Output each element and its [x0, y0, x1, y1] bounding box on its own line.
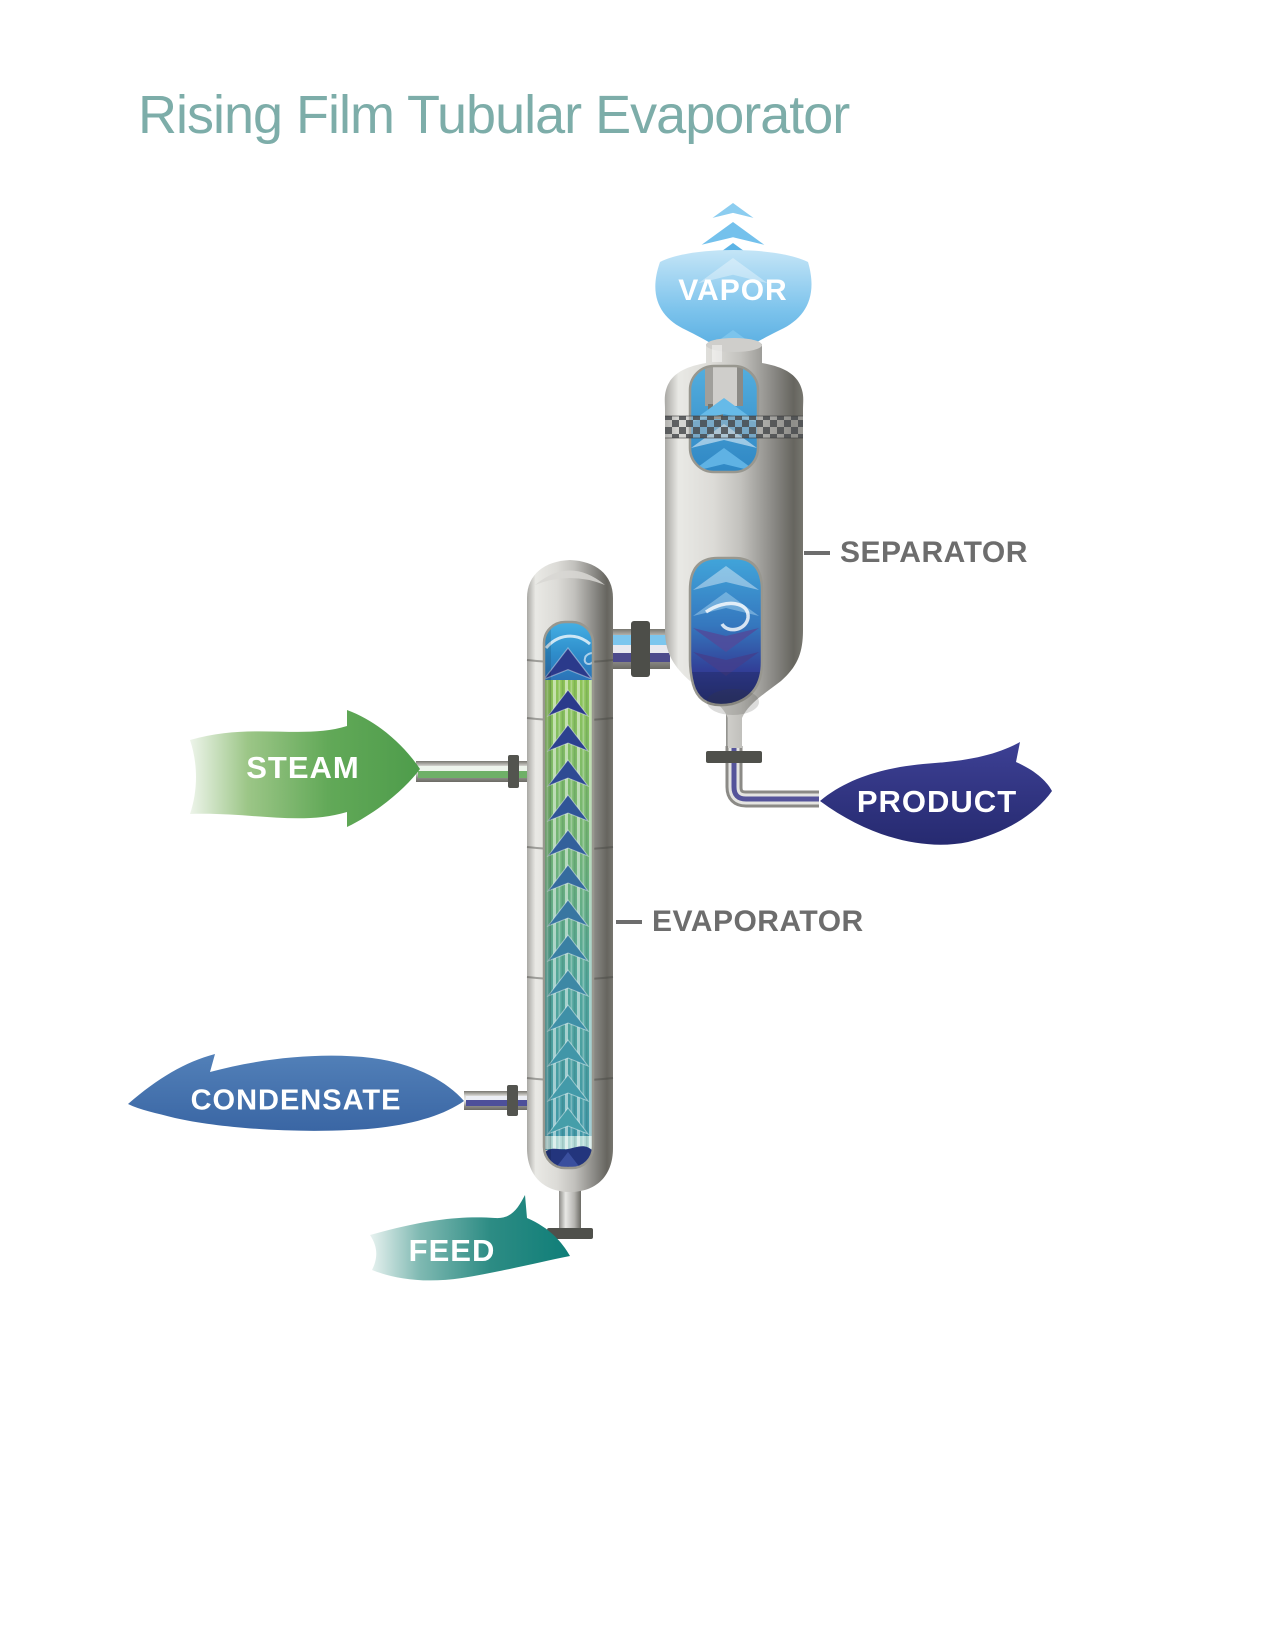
vapor-flow-label: VAPOR: [678, 274, 788, 307]
condensate-flow-label: CONDENSATE: [190, 1084, 402, 1117]
separator-label: SEPARATOR: [840, 536, 1028, 569]
steam-pipe-flange: [508, 755, 519, 788]
evaporator-leader-line: [616, 920, 642, 924]
steam-flow-label: STEAM: [246, 750, 360, 785]
feed-arrow-icon: [370, 1195, 570, 1281]
evaporator-label: EVAPORATOR: [652, 905, 864, 938]
vapor-duct-flange: [631, 621, 650, 677]
feed-nozzle-flange: [547, 1228, 593, 1239]
separator-vessel: [664, 338, 804, 763]
product-pipe-flange: [706, 751, 762, 763]
product-arrow-icon: [820, 742, 1052, 845]
evaporator-callout: EVAPORATOR: [616, 905, 864, 939]
separator-leader-line: [804, 551, 830, 555]
separator-lower-window: [690, 558, 762, 706]
steam-inlet-pipe: [416, 755, 529, 788]
feed-flow-label: FEED: [408, 1233, 496, 1268]
feed-inlet-nozzle: [559, 1188, 581, 1232]
separator-callout: SEPARATOR: [804, 536, 1028, 570]
product-flow-label: PRODUCT: [856, 784, 1018, 819]
condensate-outlet-pipe: [464, 1085, 531, 1116]
vapor-cloud-shape: [655, 250, 812, 360]
evaporator-window: [544, 622, 593, 1168]
demister-mesh-band: [665, 415, 803, 439]
separator-neck-cap: [706, 338, 762, 352]
evaporator-vessel: [526, 560, 614, 1239]
steam-arrow-icon: [190, 710, 420, 827]
condensate-pipe-flange: [507, 1085, 518, 1116]
vapor-duct-pipe: [611, 621, 670, 677]
vapor-flow-icon: [655, 203, 812, 376]
condensate-arrow-icon: [128, 1054, 464, 1131]
page-title: Rising Film Tubular Evaporator: [138, 85, 850, 145]
